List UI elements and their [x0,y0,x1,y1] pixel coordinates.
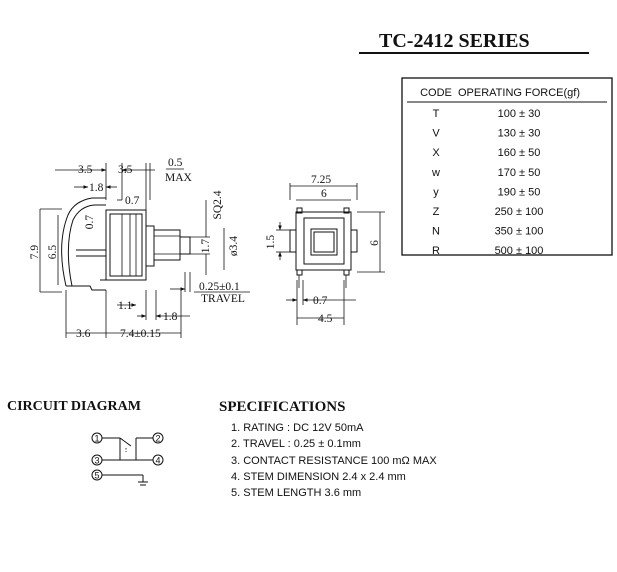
dim-7-4: 7.4±0.15 [120,328,161,340]
table-cell-force: 500 ± 100 [495,245,544,257]
pin-3-label: 3 [94,456,99,466]
dim-6-right: 6 [369,240,381,246]
side-view-drawing: 3.5 3.5 0.5 MAX 1.8 0.7 7.9 6.5 0.7 [29,157,250,340]
spec-item: 1. RATING : DC 12V 50mA [231,422,364,434]
table-rows: T 100 ± 30 V 130 ± 30 X 160 ± 50 w 170 ± 50 y 190… [431,108,543,257]
dim-1-5: 1.5 [265,235,277,250]
specifications-heading: SPECIFICATIONS [219,399,345,415]
table-cell-code: T [433,108,440,120]
table-cell-code: y [433,186,439,198]
pin-2-label: 2 [155,434,160,444]
table-cell-force: 190 ± 50 [498,186,541,198]
dim-3-6: 3.6 [76,328,91,340]
dim-0-5: 0.5 [168,157,183,169]
spec-item: 5. STEM LENGTH 3.6 mm [231,487,361,499]
table-cell-code: V [432,128,440,140]
dim-4-5: 4.5 [318,313,333,325]
dim-0-7-front: 0.7 [313,295,328,307]
table-cell-force: 130 ± 30 [498,128,541,140]
dim-diameter: ø3.4 [228,236,240,256]
table-cell-force: 100 ± 30 [498,108,541,120]
pin-5-label: 5 [94,471,99,481]
dim-max: MAX [165,172,193,184]
table-cell-code: N [432,226,440,238]
table-cell-force: 250 ± 100 [495,206,544,218]
dim-travel-value: 0.25±0.1 [199,281,240,293]
dim-1-8-bottom: 1.8 [163,311,178,323]
pin-1-label: 1 [94,434,99,444]
dim-3-5-right: 3.5 [118,164,133,176]
table-cell-code: Z [433,206,440,218]
table-cell-code: R [432,245,440,257]
table-border [401,77,613,256]
table-header-force: OPERATING FORCE(gf) [458,87,580,99]
table-cell-code: X [432,147,440,159]
page-title: TC-2412 SERIES [379,30,530,52]
dim-1-8-top: 1.8 [89,182,104,194]
dim-6-top: 6 [321,188,327,200]
table-header-code: CODE [420,87,452,99]
circuit-diagram: 1 2 3 4 5 [91,432,164,486]
spec-item: 2. TRAVEL : 0.25 ± 0.1mm [231,438,361,450]
table-cell-force: 170 ± 50 [498,167,541,179]
dim-7-25: 7.25 [311,174,331,186]
dim-7-9: 7.9 [29,245,41,260]
spec-item: 3. CONTACT RESISTANCE 100 mΩ MAX [231,455,437,467]
table-cell-code: w [431,167,440,179]
table-cell-force: 160 ± 50 [498,147,541,159]
table-cell-force: 350 ± 100 [495,226,544,238]
front-view-drawing: 7.25 6 1.5 6 0.7 4.5 [265,174,385,325]
dim-6-5: 6.5 [47,245,59,260]
spec-item: 4. STEM DIMENSION 2.4 x 2.4 mm [231,471,406,483]
dim-sq: SQ2.4 [212,190,224,219]
dim-1-1: 1.1 [118,300,133,312]
pin-4-label: 4 [155,456,160,466]
dim-3-5-left: 3.5 [78,164,93,176]
dim-1-7: 1.7 [200,239,212,254]
operating-force-table: CODE OPERATING FORCE(gf) T 100 ± 30 V 130 ±… [401,77,613,257]
dim-travel-label: TRAVEL [201,293,245,305]
dim-0-7-vertical: 0.7 [84,215,96,230]
circuit-heading: CIRCUIT DIAGRAM [7,399,141,414]
switch-lever [119,437,132,447]
specifications-list: 1. RATING : DC 12V 50mA 2. TRAVEL : 0.25… [231,422,437,499]
dim-0-7: 0.7 [125,195,140,207]
